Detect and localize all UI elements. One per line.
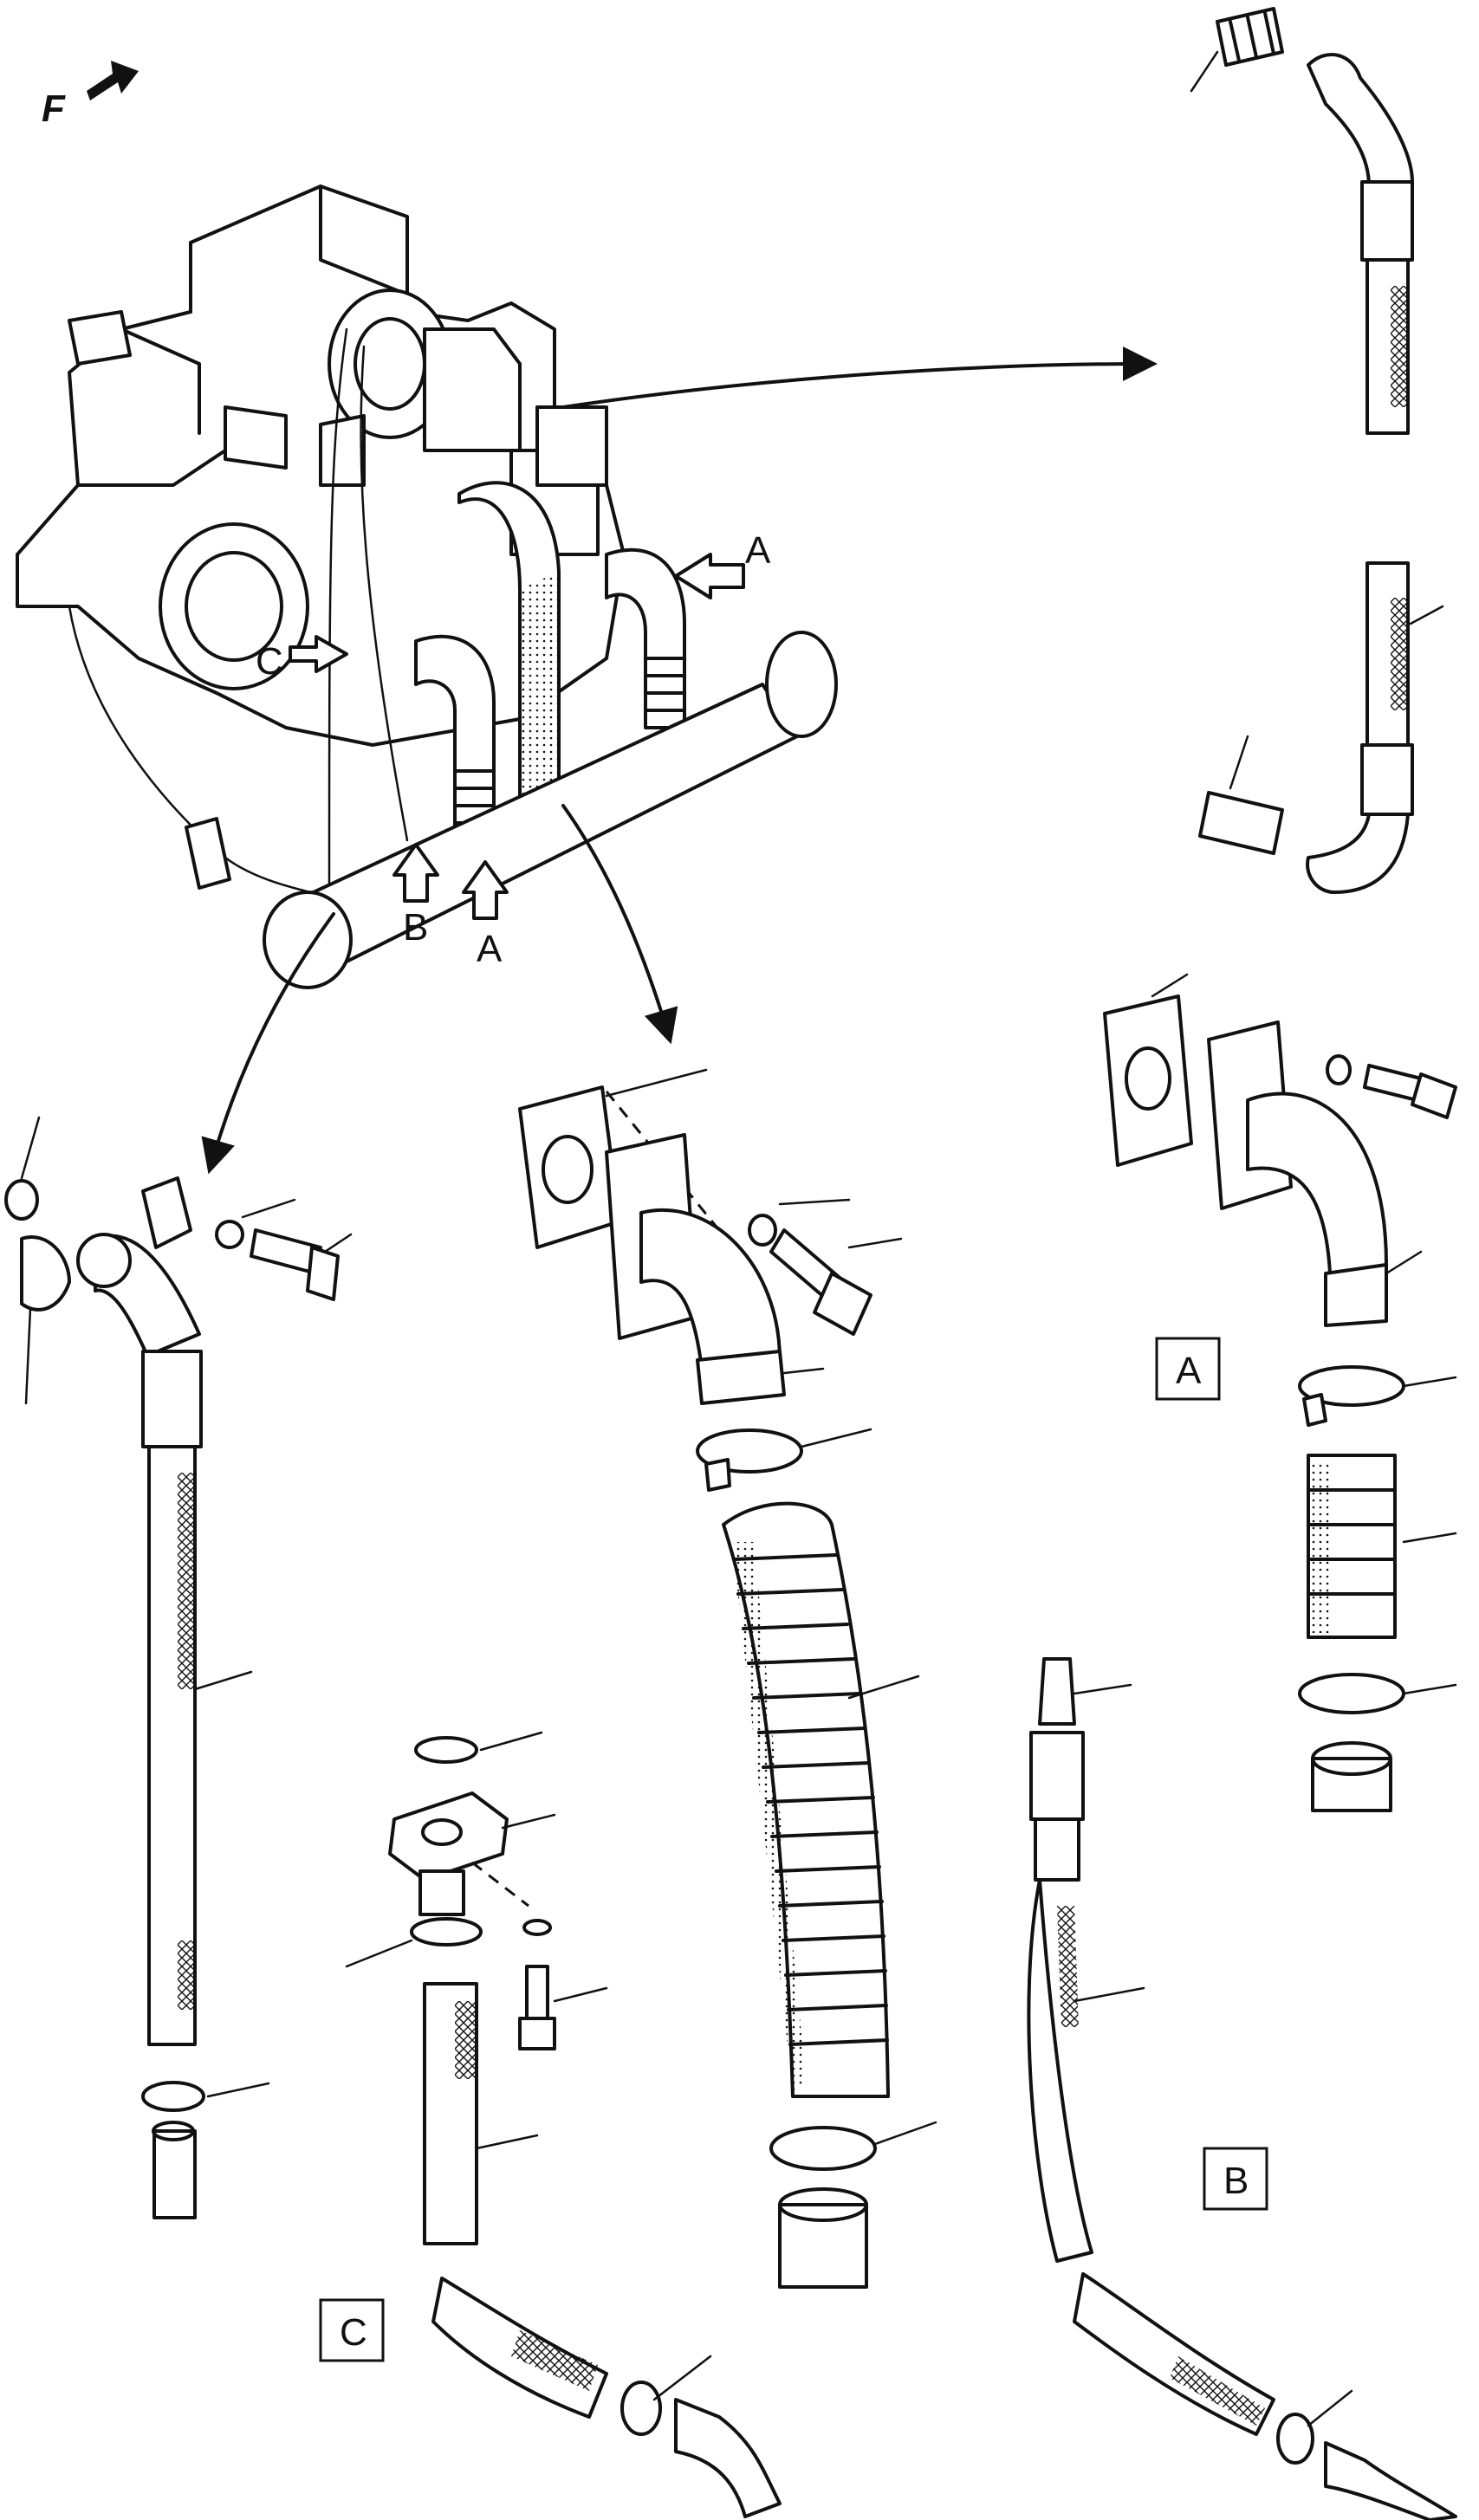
detail-box-A-label: A bbox=[1176, 1350, 1202, 1392]
callout-label: A bbox=[745, 529, 771, 572]
detail-box-C-label: C bbox=[340, 2311, 367, 2354]
pointer-arrow-left bbox=[201, 912, 335, 1175]
flanged-elbow-A bbox=[1103, 973, 1457, 1812]
callout-C: C bbox=[256, 635, 348, 683]
pointer-arrow-top-right bbox=[561, 347, 1158, 409]
elbow-hose-assembly-top bbox=[1190, 7, 1414, 435]
callout-B: B bbox=[392, 843, 439, 949]
callout-label: A bbox=[477, 928, 503, 970]
orientation-label: F bbox=[42, 87, 66, 130]
forward-arrow-icon bbox=[87, 61, 139, 100]
detail-box-B-label: B bbox=[1223, 2160, 1249, 2202]
callout-label: C bbox=[256, 640, 283, 683]
detail-box-A bbox=[1155, 1337, 1221, 1401]
hose-assembly-B bbox=[1027, 1657, 1457, 2520]
detail-box-B bbox=[1203, 2147, 1268, 2211]
elbow-hose-assembly-right bbox=[1198, 561, 1444, 894]
callout-label: B bbox=[403, 906, 428, 949]
engine-assembly bbox=[16, 185, 838, 989]
orientation-indicator: F bbox=[42, 61, 139, 130]
corrugated-duct-assembly bbox=[518, 1068, 937, 2289]
callout-A-right: A bbox=[674, 529, 771, 599]
hose-assembly-C bbox=[345, 1731, 782, 2518]
pointer-arrow-center bbox=[561, 804, 678, 1045]
long-hose-assembly-left bbox=[4, 1116, 353, 2219]
detail-box-C bbox=[319, 2298, 385, 2362]
callout-A-lower: A bbox=[462, 860, 509, 970]
